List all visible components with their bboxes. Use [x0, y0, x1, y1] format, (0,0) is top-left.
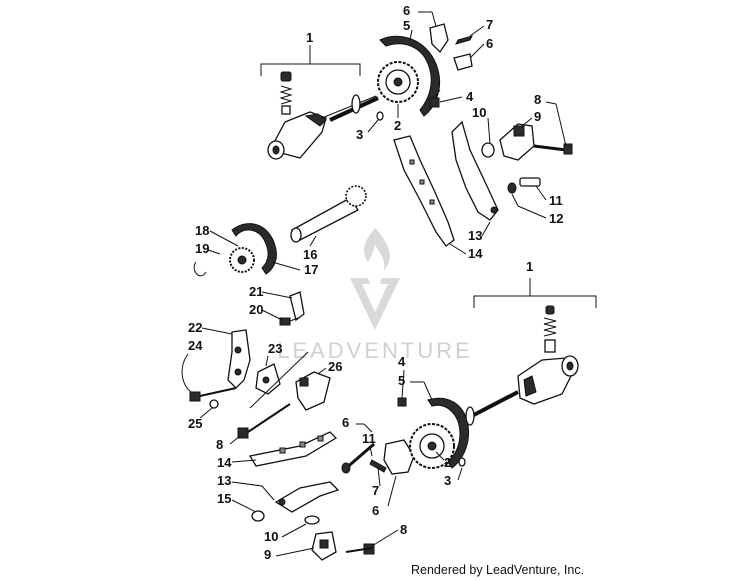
decompressor-weight-top	[429, 23, 473, 71]
callout-23: 23	[268, 341, 282, 356]
callout-11-lower: 11	[362, 431, 376, 446]
callout-1-top: 1	[306, 30, 313, 45]
leadventure-watermark-logo	[350, 228, 400, 330]
callout-24: 24	[188, 338, 203, 353]
callout-22: 22	[188, 320, 202, 335]
callout-7-top: 7	[486, 17, 493, 32]
callout-6-top: 6	[403, 3, 410, 18]
callout-3-top: 3	[356, 127, 363, 142]
callout-6b-top: 6	[486, 36, 493, 51]
balancer-gear-18	[229, 223, 277, 275]
callout-15: 15	[217, 491, 231, 506]
chain-guide-14-lower	[248, 431, 338, 467]
tensioner-arm-23	[249, 351, 309, 409]
callout-13-lower: 13	[217, 473, 231, 488]
callout-7-lower: 7	[372, 483, 379, 498]
callout-1-lower-bracket	[473, 278, 597, 308]
callout-11-top: 11	[549, 193, 563, 208]
callout-2-top: 2	[394, 118, 401, 133]
footer-credit: Rendered by LeadVenture, Inc.	[411, 563, 585, 577]
watermark-text: LEADVENTURE	[277, 338, 473, 363]
callout-1-top-bracket	[260, 45, 361, 76]
valve-spring-top	[279, 71, 293, 115]
callout-4-top: 4	[466, 89, 474, 104]
callout-21: 21	[249, 284, 263, 299]
bolt-8-mid	[237, 403, 291, 439]
callout-14-top: 14	[468, 246, 483, 261]
bolt-24	[189, 387, 237, 402]
callout-5-lower: 5	[398, 373, 405, 388]
tensioner-lower-9	[304, 515, 337, 561]
chain-guide-13-lower	[274, 481, 340, 513]
bolt-4-lower	[397, 397, 407, 407]
callout-26: 26	[328, 359, 342, 374]
valve-spring-lower	[543, 305, 557, 353]
bolt-11-lower	[341, 442, 375, 474]
callout-10-lower: 10	[264, 529, 278, 544]
callout-10-top: 10	[472, 105, 486, 120]
callout-12-top: 12	[549, 211, 563, 226]
cam-sprocket-lower	[409, 397, 470, 469]
callout-8-lower: 8	[400, 522, 407, 537]
callout-14-lower: 14	[217, 455, 232, 470]
bolt-11-top	[507, 177, 541, 194]
tensioner-26	[295, 371, 331, 411]
valve-top	[329, 94, 379, 122]
chain-guide-13-upper	[451, 120, 499, 221]
chain-guide-22	[227, 329, 251, 389]
callout-13-top: 13	[468, 228, 482, 243]
callout-4-lower: 4	[398, 354, 406, 369]
balance-shaft-16	[290, 185, 367, 243]
cam-chain-tensioner-top	[481, 123, 573, 161]
callout-6-lower: 6	[342, 415, 349, 430]
callout-18: 18	[195, 223, 209, 238]
callout-17: 17	[304, 262, 318, 277]
callout-16: 16	[303, 247, 317, 262]
cam-sprocket-top	[377, 35, 440, 117]
callout-25: 25	[188, 416, 202, 431]
callout-20: 20	[249, 302, 263, 317]
callout-8-mid: 8	[216, 437, 223, 452]
callout-3-lower: 3	[444, 473, 451, 488]
camshaft-carrier-top	[267, 95, 377, 160]
bolt-8-lower	[345, 543, 375, 555]
callout-6b-lower: 6	[372, 503, 379, 518]
callout-2-lower: 2	[444, 455, 451, 470]
bolt-4-top	[429, 89, 441, 108]
callout-5-top: 5	[403, 18, 410, 33]
callout-19: 19	[195, 241, 209, 256]
callout-9-lower: 9	[264, 547, 271, 562]
chain-guide-14-upper	[393, 135, 455, 247]
callout-1-lower: 1	[526, 259, 533, 274]
bracket-21	[279, 291, 305, 326]
decompressor-lower	[369, 439, 415, 475]
camshaft-carrier-lower	[517, 355, 579, 405]
valve-lower	[465, 390, 519, 426]
callout-9-top: 9	[534, 109, 541, 124]
callout-8-top: 8	[534, 92, 541, 107]
